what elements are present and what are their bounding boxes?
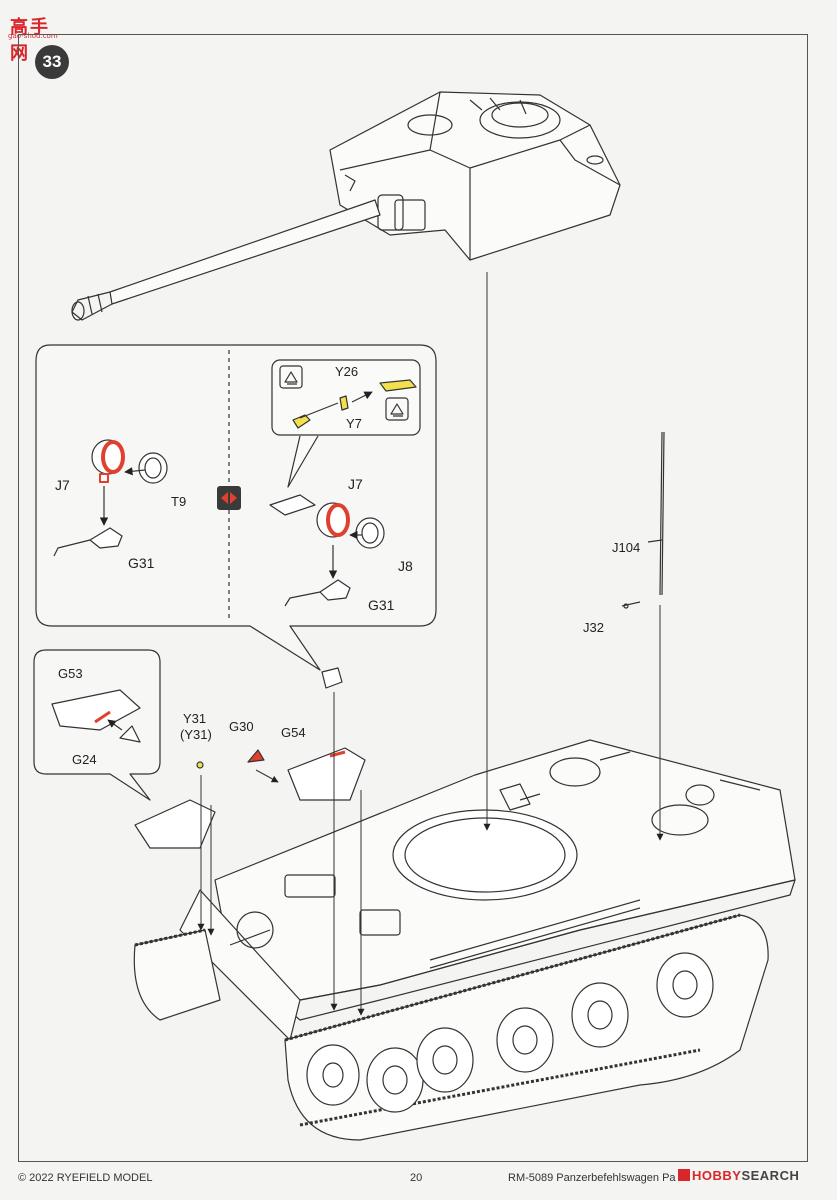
part-label-g24: G24 — [72, 752, 97, 767]
part-label-j8: J8 — [398, 558, 413, 574]
footer-page-number: 20 — [410, 1172, 423, 1184]
footer-product-name: RM-5089 Panzerbefehlswagen Panther Ausf.… — [508, 1172, 676, 1184]
part-label-g31-left: G31 — [128, 555, 155, 571]
part-label-y31: Y31 — [183, 711, 207, 726]
step-number-badge: 33 — [35, 45, 69, 79]
watermark-logo: 高手网 gao-shou.com — [4, 6, 68, 64]
part-label-j7-left: J7 — [55, 477, 70, 493]
logo-search-text: SEARCH — [741, 1168, 800, 1183]
tank-hull-drawing — [179, 739, 796, 1041]
footer-copyright: © 2022 RYEFIELD MODEL — [18, 1172, 153, 1184]
part-label-j32: J32 — [583, 620, 604, 635]
turret-drawing — [71, 91, 621, 321]
part-label-j7-right: J7 — [348, 476, 363, 492]
detail-callout-upper — [35, 344, 437, 671]
part-label-g53: G53 — [58, 666, 83, 681]
hobbysearch-icon — [678, 1169, 690, 1181]
part-label-g54: G54 — [281, 725, 306, 740]
part-label-y31-alt: (Y31) — [180, 727, 212, 742]
part-label-j104: J104 — [612, 540, 641, 555]
part-label-t9: T9 — [171, 494, 187, 509]
part-label-y7: Y7 — [346, 416, 362, 431]
watermark-subtext: gao-shou.com — [8, 32, 58, 40]
tracks-and-wheels — [133, 913, 769, 1141]
part-label-g30: G30 — [229, 719, 254, 734]
detail-callout-lower — [33, 649, 161, 801]
page-frame — [18, 34, 808, 1162]
logo-hobby-text: HOBBY — [692, 1168, 742, 1183]
hobbysearch-logo: HOBBYSEARCH — [678, 1168, 828, 1186]
part-label-g31-right: G31 — [368, 597, 395, 613]
watermark-text: 高手网 — [10, 17, 50, 64]
part-label-y26: Y26 — [335, 364, 359, 379]
